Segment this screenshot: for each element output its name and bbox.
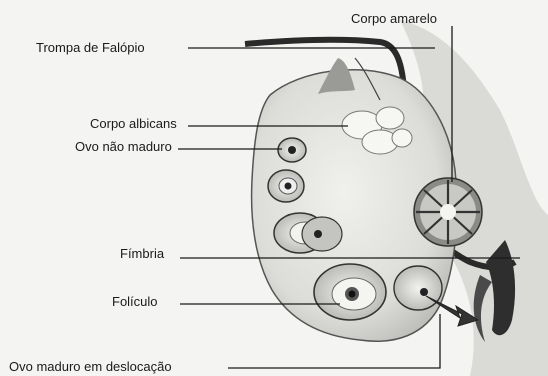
label-foliculo: Folículo bbox=[112, 294, 158, 309]
label-ovo-maduro-em-deslocacao: Ovo maduro em deslocação bbox=[9, 359, 172, 374]
label-corpo-albicans: Corpo albicans bbox=[90, 116, 177, 131]
label-trompa-de-falopio: Trompa de Falópio bbox=[36, 40, 145, 55]
mature-follicle bbox=[314, 264, 386, 320]
immature-follicle-1 bbox=[278, 138, 306, 162]
ruptured-follicle bbox=[394, 266, 442, 310]
label-ovo-nao-maduro: Ovo não maduro bbox=[75, 139, 172, 154]
label-fimbria: Fímbria bbox=[120, 246, 164, 261]
label-corpo-amarelo: Corpo amarelo bbox=[351, 11, 437, 26]
growing-follicle-2 bbox=[302, 217, 342, 251]
corpus-luteum bbox=[414, 178, 482, 246]
immature-follicle-2 bbox=[268, 170, 304, 202]
